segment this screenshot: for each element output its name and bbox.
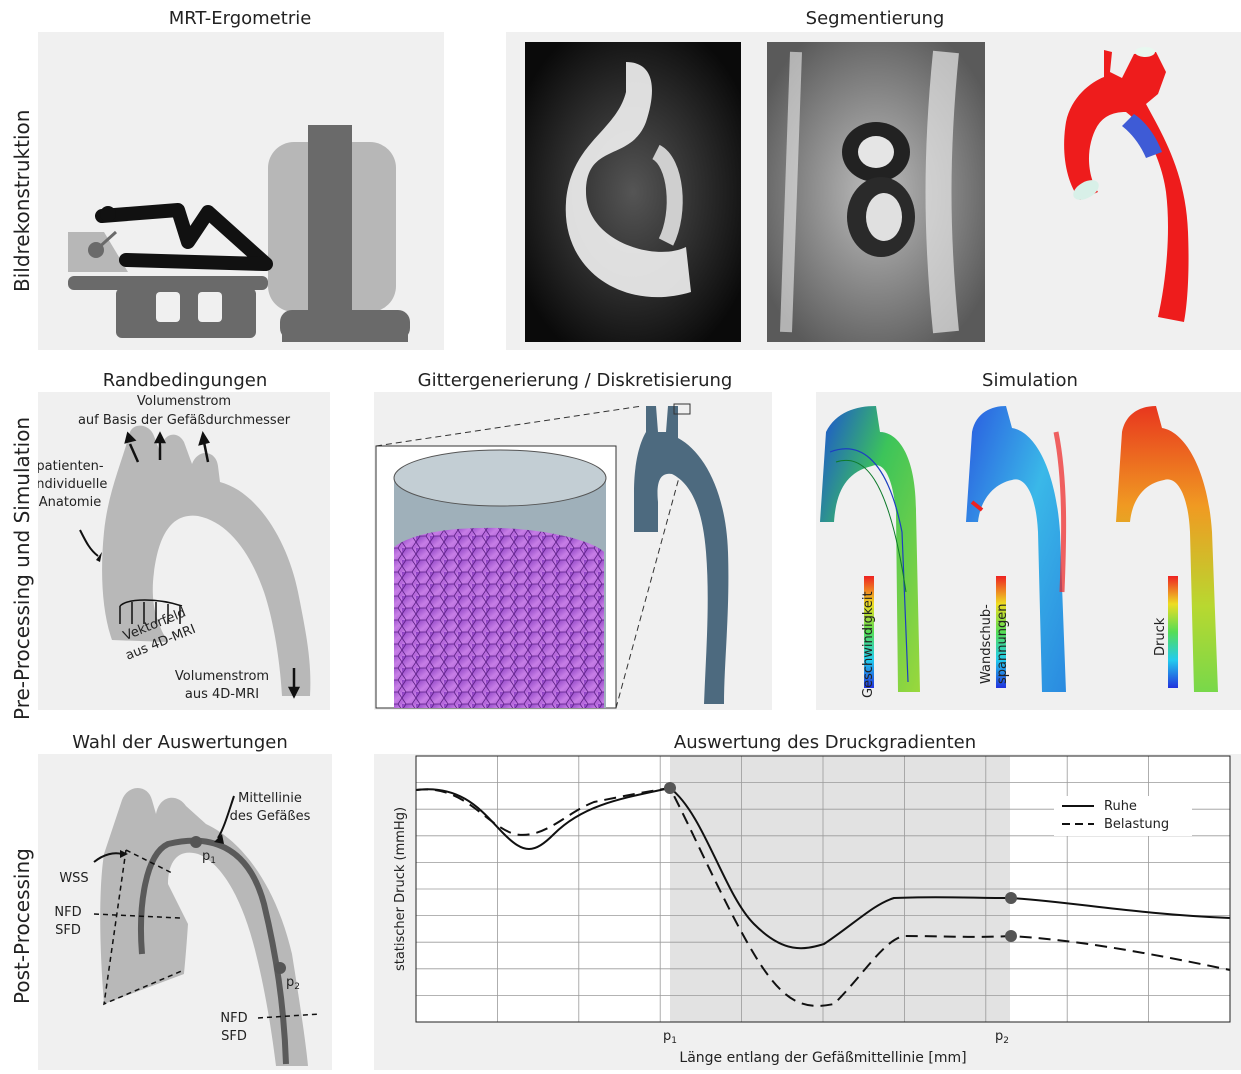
wahl-label-nfd: NFD <box>54 905 81 920</box>
rand-label-volumenstrom-top-2: auf Basis der Gefäßdurchmesser <box>78 413 291 428</box>
title-segmentierung: Segmentierung <box>775 8 975 29</box>
legend-wandschub-1: Wandschub- <box>979 604 994 684</box>
panel-mrt-ergometrie <box>38 32 444 350</box>
rand-label-volumenstrom-top-1: Volumenstrom <box>137 394 231 409</box>
row-label-pre-processing: Pre-Processing und Simulation <box>10 417 34 720</box>
rand-label-volumenstrom-bot-2: aus 4D-MRI <box>185 687 259 702</box>
colorbar-pressure <box>1168 576 1178 688</box>
wahl-label-p2: p2 <box>286 975 300 992</box>
rand-label-anatomie-3: Anatomie <box>39 495 101 510</box>
rand-label-volumenstrom-bot-1: Volumenstrom <box>175 669 269 684</box>
pressure-chart: Ruhe Belastung p1 p2 Länge entlang der G… <box>374 754 1241 1070</box>
mrt-scanner-illustration <box>38 32 444 350</box>
panel-gittergenerierung <box>374 392 772 710</box>
legend-ruhe: Ruhe <box>1104 799 1137 814</box>
row-label-bildrekonstruktion: Bildrekonstruktion <box>10 110 34 292</box>
chart-legend: Ruhe Belastung <box>1054 796 1192 836</box>
panel-wahl-der-auswertungen: Mittellinie des Gefäßes WSS NFD SFD NFD … <box>38 754 332 1070</box>
wahl-label-nfd-2: NFD <box>220 1011 247 1026</box>
legend-druck: Druck <box>1153 617 1168 656</box>
y-axis-label: statischer Druck (mmHg) <box>393 807 408 971</box>
vessel-outline <box>100 788 308 1066</box>
point-p2 <box>274 962 286 974</box>
rand-label-anatomie-1: patienten- <box>38 459 104 474</box>
panel-randbedingungen: Volumenstrom auf Basis der Gefäßdurchmes… <box>38 392 330 710</box>
wahl-diagram: Mittellinie des Gefäßes WSS NFD SFD NFD … <box>38 754 332 1070</box>
marker-p2-ruhe <box>1005 892 1017 904</box>
simulation-illustration: Geschwindigkeit Wandschub- spannungen Dr… <box>816 392 1241 710</box>
panel-simulation: Geschwindigkeit Wandschub- spannungen Dr… <box>816 392 1241 710</box>
title-mrt-ergometrie: MRT-Ergometrie <box>140 8 340 29</box>
rand-label-anatomie-2: individuelle <box>38 477 107 492</box>
vessel-geometry <box>634 404 728 704</box>
wahl-label-mittellinie-2: des Gefäßes <box>230 809 311 824</box>
segmentierung-illustration <box>506 32 1241 350</box>
point-p1 <box>190 836 202 848</box>
wahl-label-sfd-2: SFD <box>221 1029 247 1044</box>
marker-p2-belastung <box>1005 930 1017 942</box>
title-simulation: Simulation <box>930 370 1130 391</box>
x-tick-p1: p1 <box>663 1029 677 1046</box>
wahl-label-mittellinie-1: Mittellinie <box>238 791 302 806</box>
x-axis-label: Länge entlang der Gefäßmittellinie [mm] <box>679 1050 966 1066</box>
segmented-aorta-model <box>1064 47 1188 322</box>
x-tick-p2: p2 <box>995 1029 1009 1046</box>
title-druckgradient: Auswertung des Druckgradienten <box>610 732 1040 753</box>
panel-druckgradient: Ruhe Belastung p1 p2 Länge entlang der G… <box>374 754 1241 1070</box>
legend-belastung: Belastung <box>1104 817 1169 832</box>
panel-segmentierung <box>506 32 1241 350</box>
legend-wandschub-2: spannungen <box>995 604 1010 684</box>
wahl-label-wss: WSS <box>59 871 88 886</box>
row-label-post-processing: Post-Processing <box>10 848 34 1004</box>
gittergenerierung-illustration <box>374 392 772 710</box>
wahl-label-sfd: SFD <box>55 923 81 938</box>
randbedingungen-diagram: Volumenstrom auf Basis der Gefäßdurchmes… <box>38 392 330 710</box>
legend-geschwindigkeit: Geschwindigkeit <box>861 591 876 698</box>
title-gittergenerierung: Gittergenerierung / Diskretisierung <box>390 370 760 391</box>
marker-p1 <box>664 782 676 794</box>
title-wahl-der-auswertungen: Wahl der Auswertungen <box>50 732 310 753</box>
title-randbedingungen: Randbedingungen <box>80 370 290 391</box>
mesh-cylinder <box>394 450 606 708</box>
